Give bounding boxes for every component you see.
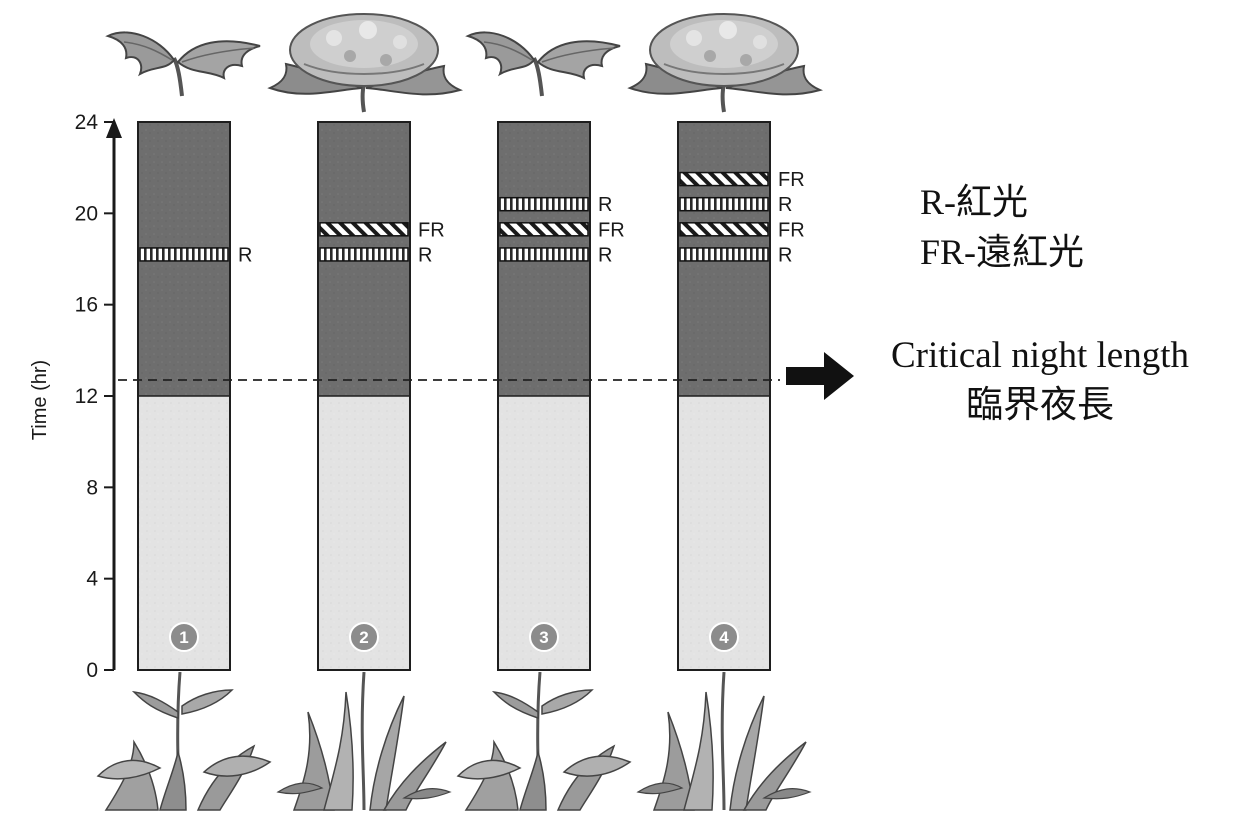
right-arrow-icon [786, 352, 854, 400]
far-red-light-pulse [679, 222, 769, 237]
pulse-label: R [778, 194, 792, 216]
red-light-pulse [679, 196, 769, 212]
far-red-light-pulse [499, 222, 589, 237]
pulse-label: FR [418, 219, 445, 241]
pulse-label: R [418, 244, 432, 266]
experiment-number: 3 [539, 628, 548, 647]
axis-tick-label: 16 [75, 294, 98, 317]
long-day-flowering-plant-icon [96, 672, 272, 812]
critical-chinese: 臨界夜長 [966, 384, 1114, 426]
top-plants [106, 12, 822, 114]
experiment-number: 4 [719, 628, 729, 647]
red-light-pulse [679, 247, 769, 262]
red-light-pulse [139, 247, 229, 262]
axis-tick-label: 24 [75, 111, 99, 134]
red-light-pulse [499, 247, 589, 262]
experiment-bar-2: R FR 2 [317, 121, 445, 671]
legend-far-red: FR-遠紅光 [920, 232, 1084, 272]
legend: R-紅光 FR-遠紅光 [920, 182, 1084, 272]
long-day-vegetative-plant-icon [636, 672, 812, 812]
bottom-plants [96, 672, 812, 812]
pulse-label: R [778, 244, 792, 266]
pulse-label: R [598, 194, 612, 216]
experiment-number: 2 [359, 628, 368, 647]
red-light-pulse [319, 247, 409, 262]
pulse-label: FR [778, 219, 805, 241]
axis-tick-label: 12 [75, 385, 98, 408]
short-day-flowering-plant-icon [268, 12, 462, 114]
experiment-number-badge [709, 622, 739, 652]
experiment-number: 1 [179, 628, 188, 647]
pulse-label: R [598, 244, 612, 266]
time-axis: 0 4 8 12 16 20 24 Time (hr) [29, 111, 122, 682]
short-day-vegetative-plant-icon [466, 30, 622, 98]
pulse-label: R [238, 244, 252, 266]
axis-tick-label: 4 [86, 568, 98, 591]
experiment-bar-3: R FR R 3 [497, 121, 625, 671]
short-day-flowering-plant-icon [628, 12, 822, 114]
long-day-vegetative-plant-icon [276, 672, 452, 812]
far-red-light-pulse [319, 222, 409, 237]
experiment-number-badge [169, 622, 199, 652]
experiment-number-badge [349, 622, 379, 652]
axis-arrowhead-icon [106, 118, 122, 138]
legend-red: R-紅光 [920, 182, 1028, 222]
pulse-label: FR [598, 219, 625, 241]
far-red-light-pulse [679, 171, 769, 187]
red-light-pulse [499, 196, 589, 212]
axis-title: Time (hr) [29, 360, 51, 440]
pulse-label: FR [778, 169, 805, 191]
axis-ticks: 0 4 8 12 16 20 24 [75, 111, 114, 682]
short-day-vegetative-plant-icon [106, 30, 262, 98]
axis-tick-label: 0 [86, 659, 98, 682]
experiment-bar-1: R1 [137, 121, 252, 671]
axis-tick-label: 8 [86, 476, 98, 499]
long-day-flowering-plant-icon [456, 672, 632, 812]
experiment-number-badge [529, 622, 559, 652]
critical-english: Critical night length [891, 335, 1190, 376]
experiment-bar-4: R FR R FR 4 [677, 121, 805, 671]
critical-annotation: Critical night length 臨界夜長 [891, 335, 1190, 426]
axis-tick-label: 20 [75, 202, 98, 225]
